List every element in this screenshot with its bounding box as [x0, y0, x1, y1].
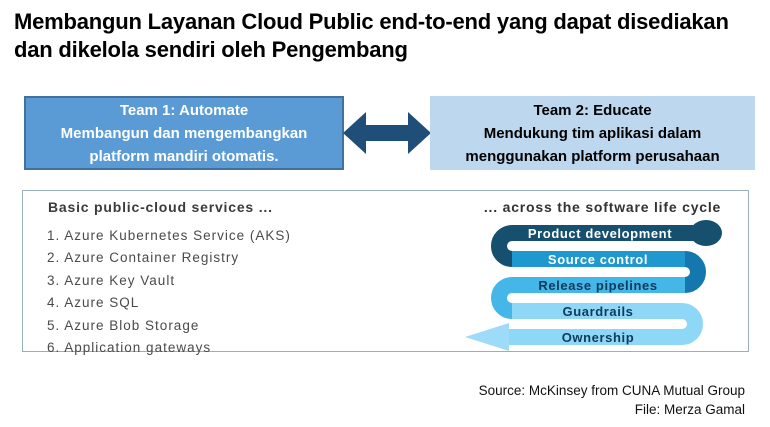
stage-label-guardrails: Guardrails — [562, 304, 633, 319]
list-item: 5. Azure Blob Storage — [47, 317, 200, 333]
list-item: 1. Azure Kubernetes Service (AKS) — [47, 228, 291, 243]
stage-label-ownership: Ownership — [562, 330, 635, 345]
team2-title: Team 2: Educate — [533, 101, 652, 119]
content-panel — [22, 190, 749, 352]
snake-arrowhead-icon — [465, 323, 509, 351]
team1-description: Membangun dan mengembangkan platform man… — [60, 124, 308, 165]
services-header: Basic public-cloud services ... — [48, 199, 273, 215]
file-credit: File: Merza Gamal — [634, 401, 745, 417]
team2-box: Team 2: Educate Mendukung tim aplikasi d… — [430, 96, 755, 170]
snake-turn-3 — [491, 277, 513, 319]
double-arrow-shape — [343, 112, 431, 154]
lifecycle-header: ... across the software life cycle — [483, 199, 722, 215]
snake-turn-2 — [684, 251, 706, 293]
snake-turn-1 — [491, 225, 513, 267]
lifecycle-snake-diagram: Product development Source control Relea… — [465, 220, 722, 351]
list-item: 6. Application gateways — [47, 340, 212, 356]
team1-box: Team 1: Automate Membangun dan mengemban… — [24, 96, 344, 170]
services-list: 1. Azure Kubernetes Service (AKS) 2. Azu… — [47, 225, 291, 359]
list-item: 2. Azure Container Registry — [47, 250, 240, 266]
stage-label-source-control: Source control — [548, 252, 648, 267]
team1-title: Team 1: Automate — [119, 101, 249, 119]
page-title: Membangun Layanan Cloud Public end-to-en… — [14, 9, 729, 62]
team2-description: Mendukung tim aplikasi dalam menggunakan… — [465, 124, 720, 165]
double-arrow-icon — [343, 112, 431, 154]
stage-label-product-development: Product development — [528, 226, 672, 241]
footer: Source: McKinsey from CUNA Mutual Group … — [479, 382, 745, 419]
snake-turn-4 — [681, 303, 703, 345]
list-item: 3. Azure Key Vault — [47, 272, 176, 288]
stage-label-release-pipelines: Release pipelines — [538, 278, 657, 293]
snake-start-dot — [690, 220, 722, 246]
list-item: 4. Azure SQL — [47, 295, 140, 311]
source-credit: Source: McKinsey from CUNA Mutual Group — [478, 383, 745, 398]
